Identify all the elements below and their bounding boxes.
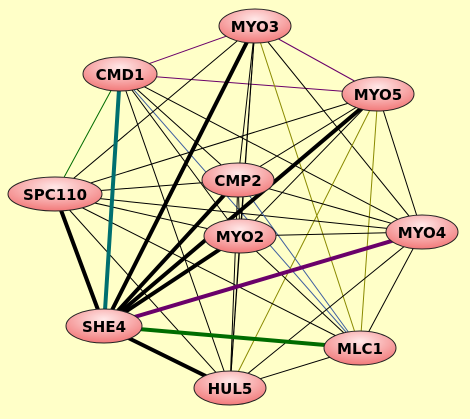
edge-myo3-mlc1 — [254, 25, 361, 349]
node-shape — [7, 176, 103, 212]
node-she4[interactable]: SHE4 — [65, 308, 143, 344]
edge-she4-mlc1 — [102, 324, 362, 350]
node-myo2[interactable]: MYO2 — [203, 218, 277, 254]
node-cmd1[interactable]: CMD1 — [82, 56, 158, 92]
edge-myo3-spc110 — [54, 25, 256, 195]
node-shape — [82, 56, 158, 92]
edge-myo4-hul5 — [229, 231, 423, 389]
node-shape — [385, 214, 459, 250]
edge-myo5-cmp2 — [237, 93, 379, 181]
node-label: CMD1 — [96, 66, 145, 84]
edge-cmd1-myo4 — [119, 73, 423, 233]
edge-she4-myo4 — [102, 230, 424, 328]
node-label: MYO5 — [354, 86, 402, 104]
node-hul5[interactable]: HUL5 — [193, 370, 267, 406]
node-label: MYO4 — [398, 224, 446, 242]
edge-cmp2-mlc1 — [237, 179, 361, 349]
node-label: MYO2 — [216, 228, 264, 246]
edge-myo5-myo4 — [377, 93, 423, 233]
edge-myo4-mlc1 — [359, 231, 423, 349]
node-label: HUL5 — [208, 380, 253, 398]
edge-spc110-mlc1 — [54, 193, 361, 349]
node-label: CMP2 — [214, 172, 261, 190]
edge-myo2-hul5 — [229, 235, 241, 389]
edge-myo5-mlc1 — [359, 93, 379, 349]
node-shape — [203, 218, 277, 254]
edge-she4-myo2 — [102, 234, 242, 328]
edge-she4-myo5 — [102, 92, 380, 328]
node-label: SPC110 — [23, 186, 87, 204]
node-myo4[interactable]: MYO4 — [385, 214, 459, 250]
node-shape — [201, 162, 275, 198]
edge-she4-spc110 — [53, 192, 106, 328]
node-label: MLC1 — [337, 340, 383, 358]
node-mlc1[interactable]: MLC1 — [323, 330, 397, 366]
node-spc110[interactable]: SPC110 — [7, 176, 103, 212]
node-shape — [65, 308, 143, 344]
edge-cmd1-she4 — [102, 72, 122, 328]
node-label: MYO3 — [231, 18, 279, 36]
node-shape — [341, 76, 415, 112]
node-shape — [193, 370, 267, 406]
node-myo5[interactable]: MYO5 — [341, 76, 415, 112]
node-myo3[interactable]: MYO3 — [218, 8, 292, 44]
edge-myo2-mlc1 — [239, 235, 361, 349]
node-shape — [218, 8, 292, 44]
edge-cmd1-spc110 — [54, 73, 121, 195]
edge-myo3-cmp2 — [237, 25, 256, 181]
edge-myo5-myo2 — [239, 93, 379, 237]
edge-cmd1-cmp2 — [119, 73, 239, 181]
node-label: SHE4 — [82, 318, 126, 336]
edge-she4-cmp2 — [102, 178, 240, 328]
node-cmp2[interactable]: CMP2 — [201, 162, 275, 198]
edge-myo5-spc110 — [54, 93, 379, 195]
node-shape — [323, 330, 397, 366]
edge-she4-myo3 — [102, 24, 257, 328]
